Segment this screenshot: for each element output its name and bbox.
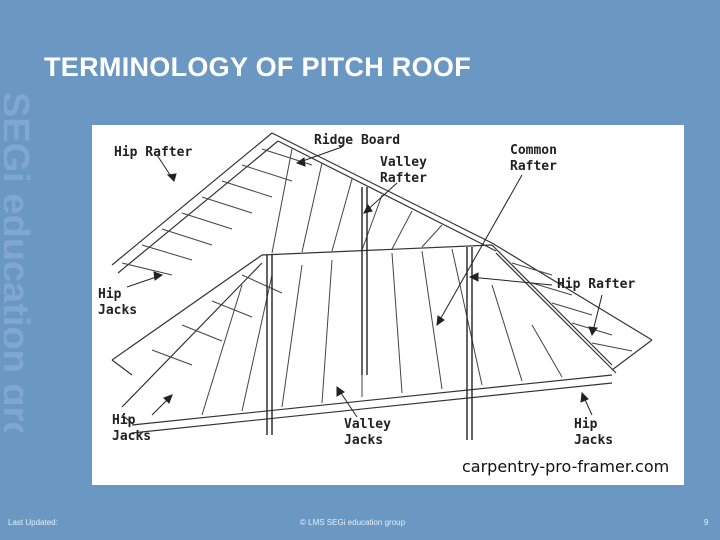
slide-title: TERMINOLOGY OF PITCH ROOF [44,52,472,82]
label-hip-jacks-upper: Hip Jacks [98,287,138,318]
label-ridge-board: Ridge Board [314,133,401,148]
footer-last-updated: Last Updated: [8,518,58,527]
label-hip-rafter-right: Hip Rafter [557,277,636,292]
footer-copyright: © LMS SEGi education group [300,518,406,527]
main-ridge-line [261,244,493,256]
front-eave [131,374,613,426]
upper-ridge-line [271,132,493,244]
label-valley-rafter: Valley Rafter [380,155,427,186]
label-valley-jacks: Valley Jacks [344,417,391,448]
roof-framing-drawing [111,132,653,440]
footer-page-number: 9 [704,518,709,527]
label-hip-jacks-lower-left: Hip Jacks [112,413,152,444]
image-credit: carpentry-pro-framer.com [462,457,670,476]
upper-hip-left [111,132,273,266]
watermark: SEGi education group [4,92,44,432]
label-common-rafter: Common Rafter [510,143,557,174]
lower-hip-left [121,262,263,408]
watermark-text: SEGi education group [4,92,36,432]
roof-diagram: Hip Rafter Ridge Board Valley Rafter Com… [92,125,684,485]
hip-right-line [491,244,613,366]
label-hip-rafter-top: Hip Rafter [114,145,193,160]
label-hip-jacks-lower-right: Hip Jacks [574,417,614,448]
